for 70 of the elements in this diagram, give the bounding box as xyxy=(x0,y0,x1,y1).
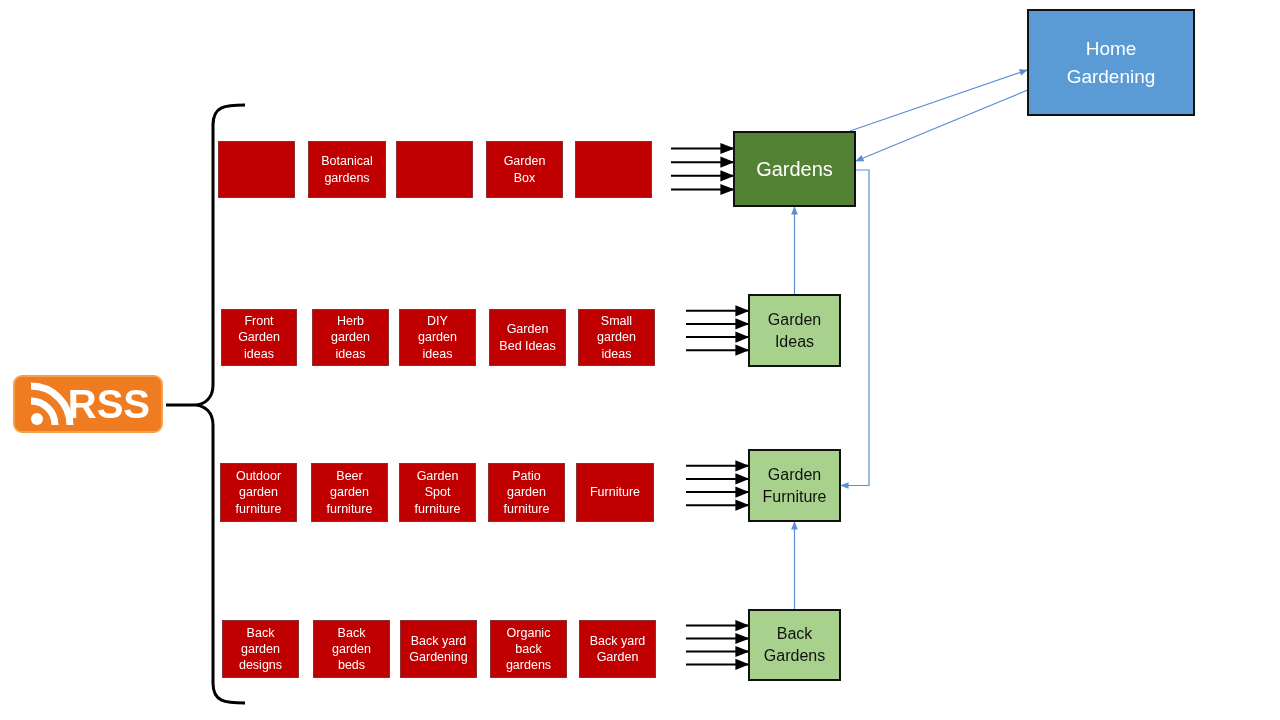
arrow xyxy=(685,499,750,511)
keyword-box xyxy=(399,463,476,522)
box-label: Small garden ideas xyxy=(596,313,637,362)
arrow xyxy=(670,170,735,182)
keyword-box xyxy=(486,141,563,198)
keyword-box xyxy=(400,620,477,678)
box-label: Garden Box xyxy=(502,153,547,186)
box-label: Botanical gardens xyxy=(320,153,374,186)
box-label: Back yard Garden xyxy=(588,632,647,666)
keyword-box xyxy=(489,309,566,366)
arrow xyxy=(670,183,735,196)
keyword-box xyxy=(490,620,567,678)
arrow xyxy=(855,89,1028,162)
category-box xyxy=(748,609,841,681)
arrow xyxy=(670,142,735,155)
arrow xyxy=(791,521,798,610)
keyword-box xyxy=(396,141,473,198)
box-label: Gardens xyxy=(755,157,834,181)
box-label: Back yard Gardening xyxy=(408,632,469,666)
box-label: Furniture xyxy=(589,484,641,501)
arrow xyxy=(685,658,750,671)
box-label: Garden Bed Ideas xyxy=(498,321,557,354)
keyword-box xyxy=(308,141,386,198)
hub-box xyxy=(733,131,856,207)
box-label: Organic back gardens xyxy=(504,624,553,674)
keyword-box xyxy=(576,463,654,522)
keyword-box xyxy=(579,620,656,678)
category-box xyxy=(748,294,841,367)
arrow xyxy=(685,486,750,498)
box-label: Outdoor garden furniture xyxy=(234,468,283,517)
box-label: Patio garden furniture xyxy=(502,468,551,517)
arrow xyxy=(685,331,750,343)
keyword-box xyxy=(221,309,297,366)
arrow xyxy=(685,318,750,330)
box-label: DIY garden ideas xyxy=(417,313,458,362)
box-label: Back garden beds xyxy=(331,624,372,674)
arrow xyxy=(849,69,1028,132)
box-label: Back garden designs xyxy=(237,624,284,674)
box-label: Garden Spot furniture xyxy=(413,468,462,517)
keyword-box xyxy=(313,620,390,678)
arrow xyxy=(685,632,750,645)
arrow xyxy=(791,206,798,295)
keyword-box xyxy=(311,463,388,522)
keyword-box xyxy=(488,463,565,522)
keyword-box xyxy=(220,463,297,522)
arrow xyxy=(685,344,750,356)
box-label: Home Gardening xyxy=(1065,36,1157,89)
category-box xyxy=(748,449,841,522)
arrow xyxy=(685,619,750,632)
keyword-box xyxy=(578,309,655,366)
box-label: Garden Furniture xyxy=(761,464,828,507)
keyword-box xyxy=(399,309,476,366)
arrow xyxy=(685,460,750,472)
box-label: Garden Ideas xyxy=(766,309,823,352)
arrow xyxy=(685,645,750,658)
box-label: Herb garden ideas xyxy=(330,313,371,362)
keyword-box xyxy=(575,141,652,198)
arrow xyxy=(670,156,735,168)
box-label: Back Gardens xyxy=(762,624,827,666)
feed-badge xyxy=(13,375,163,433)
badge-label: RSS xyxy=(66,381,151,427)
topic-box xyxy=(1027,9,1195,116)
arrow xyxy=(840,169,870,489)
box-label: Beer garden furniture xyxy=(325,468,374,517)
keyword-box xyxy=(222,620,299,678)
keyword-box xyxy=(218,141,295,198)
box-label: Front Garden ideas xyxy=(237,313,281,362)
arrow xyxy=(685,473,750,485)
keyword-box xyxy=(312,309,389,366)
arrow xyxy=(685,305,750,317)
